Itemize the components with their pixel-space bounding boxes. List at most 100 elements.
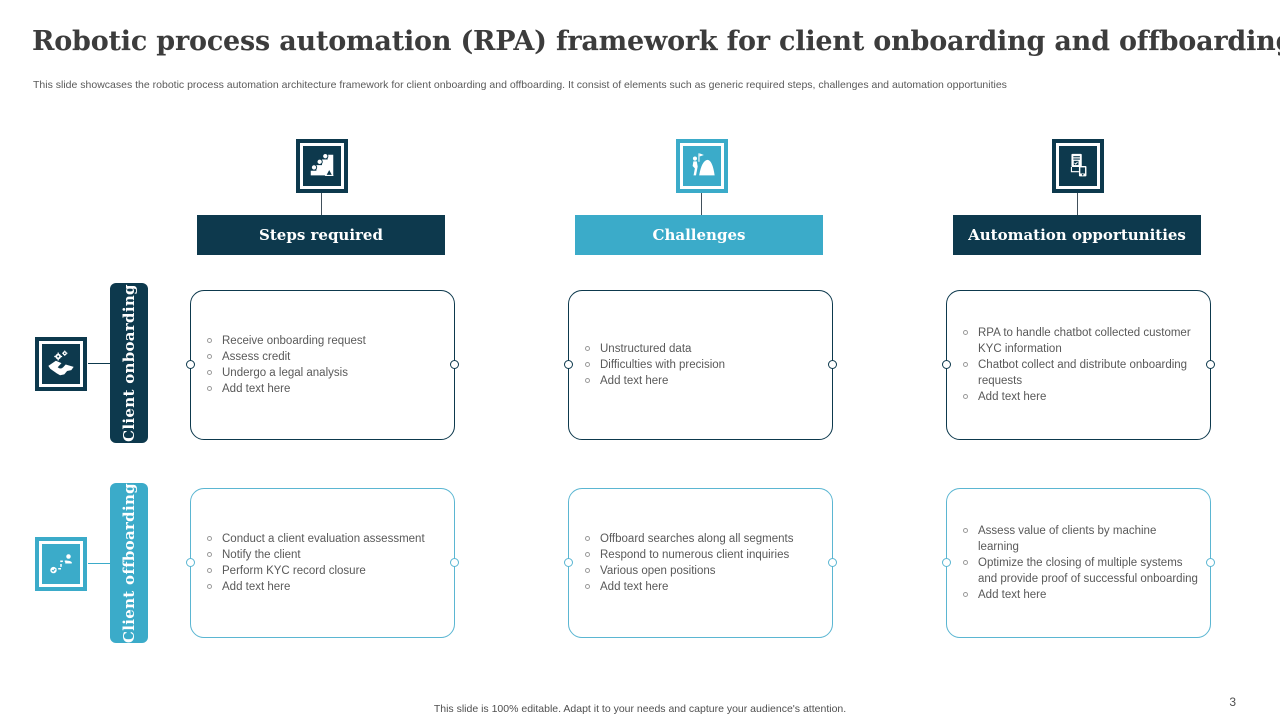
bullet-icon — [585, 536, 590, 541]
connector-line — [1077, 193, 1078, 215]
bullet-text: Chatbot collect and distribute onboardin… — [978, 359, 1188, 387]
mountain-climber-icon — [683, 146, 721, 186]
bullet-icon — [963, 362, 968, 367]
connector-node — [186, 558, 195, 567]
bullet-text: Offboard searches along all segments — [600, 533, 794, 545]
bullet-icon — [585, 378, 590, 383]
bullet-icon — [207, 584, 212, 589]
bullet-text: Assess value of clients by machine learn… — [978, 525, 1157, 553]
bullet-item: Notify the client — [207, 547, 444, 563]
bullet-item: Add text here — [963, 389, 1200, 405]
bullet-item: Add text here — [207, 381, 444, 397]
client-offboarding-icon-frame — [35, 537, 87, 591]
row-label-client-offboarding: Client offboarding — [110, 483, 148, 643]
row-label-client-onboarding: Client onboarding — [110, 283, 148, 443]
steps-required-icon-frame — [296, 139, 348, 193]
bullet-text: Assess credit — [222, 351, 291, 363]
row-label-text: Client offboarding — [120, 483, 139, 643]
bullet-icon — [963, 330, 968, 335]
bullet-text: Optimize the closing of multiple systems… — [978, 557, 1198, 585]
connector-node — [942, 558, 951, 567]
bullet-text: Respond to numerous client inquiries — [600, 549, 790, 561]
slide-title: Robotic process automation (RPA) framewo… — [32, 26, 1280, 57]
column-header-automation-opportunities: Automation opportunities — [953, 215, 1201, 255]
column-header-steps-required: Steps required — [197, 215, 445, 255]
handshake-gears-icon — [42, 344, 80, 384]
bullet-text: Various open positions — [600, 565, 716, 577]
bullet-icon — [207, 370, 212, 375]
row-label-text: Client onboarding — [120, 284, 138, 442]
connector-node — [564, 558, 573, 567]
bullet-icon — [963, 560, 968, 565]
bullet-text: Receive onboarding request — [222, 335, 366, 347]
connector-node — [186, 360, 195, 369]
bullet-list: Assess value of clients by machine learn… — [963, 523, 1200, 603]
connector-node — [828, 558, 837, 567]
bullet-icon — [207, 536, 212, 541]
bullet-icon — [585, 552, 590, 557]
connector-node — [1206, 558, 1215, 567]
column-header-label: Automation opportunities — [968, 226, 1186, 244]
bullet-text: Unstructured data — [600, 343, 692, 355]
bullet-text: Conduct a client evaluation assessment — [222, 533, 425, 545]
bullet-list: RPA to handle chatbot collected customer… — [963, 325, 1200, 405]
bullet-item: Conduct a client evaluation assessment — [207, 531, 444, 547]
bullet-item: RPA to handle chatbot collected customer… — [963, 325, 1200, 357]
bullet-icon — [207, 568, 212, 573]
bullet-icon — [207, 354, 212, 359]
bullet-item: Offboard searches along all segments — [585, 531, 822, 547]
bullet-icon — [585, 568, 590, 573]
bullet-icon — [207, 338, 212, 343]
cell-onboarding-automation: RPA to handle chatbot collected customer… — [942, 290, 1215, 440]
connector-node — [942, 360, 951, 369]
bullet-item: Undergo a legal analysis — [207, 365, 444, 381]
automation-opportunities-icon-frame — [1052, 139, 1104, 193]
bullet-text: Undergo a legal analysis — [222, 367, 348, 379]
bullet-item: Respond to numerous client inquiries — [585, 547, 822, 563]
bullet-icon — [585, 346, 590, 351]
bullet-item: Add text here — [585, 579, 822, 595]
connector-node — [1206, 360, 1215, 369]
footer-note: This slide is 100% editable. Adapt it to… — [433, 703, 847, 715]
bullet-text: Add text here — [600, 581, 669, 593]
connector-line — [321, 193, 322, 215]
bullet-icon — [963, 528, 968, 533]
numbered-steps-icon — [303, 146, 341, 186]
bullet-item: Receive onboarding request — [207, 333, 444, 349]
bullet-text: Add text here — [222, 383, 291, 395]
client-onboarding-icon-frame — [35, 337, 87, 391]
challenges-icon-frame — [676, 139, 728, 193]
bullet-item: Assess value of clients by machine learn… — [963, 523, 1200, 555]
bullet-item: Chatbot collect and distribute onboardin… — [963, 357, 1200, 389]
slide-subtitle: This slide showcases the robotic process… — [33, 79, 1007, 91]
bullet-text: Add text here — [978, 589, 1047, 601]
bullet-item: Add text here — [207, 579, 444, 595]
bullet-item: Assess credit — [207, 349, 444, 365]
connector-line — [88, 363, 110, 364]
bullet-item: Add text here — [585, 373, 822, 389]
connector-node — [450, 558, 459, 567]
connector-node — [564, 360, 573, 369]
connector-node — [828, 360, 837, 369]
bullet-text: Add text here — [978, 391, 1047, 403]
bullet-text: Add text here — [600, 375, 669, 387]
bullet-icon — [963, 592, 968, 597]
bullet-text: Notify the client — [222, 549, 301, 561]
bullet-item: Various open positions — [585, 563, 822, 579]
column-header-label: Steps required — [259, 226, 383, 244]
column-header-challenges: Challenges — [575, 215, 823, 255]
bullet-text: RPA to handle chatbot collected customer… — [978, 327, 1191, 355]
bullet-item: Add text here — [963, 587, 1200, 603]
bullet-icon — [207, 552, 212, 557]
connector-line — [88, 563, 110, 564]
bullet-item: Perform KYC record closure — [207, 563, 444, 579]
page-number: 3 — [1229, 695, 1236, 709]
bullet-item: Difficulties with precision — [585, 357, 822, 373]
